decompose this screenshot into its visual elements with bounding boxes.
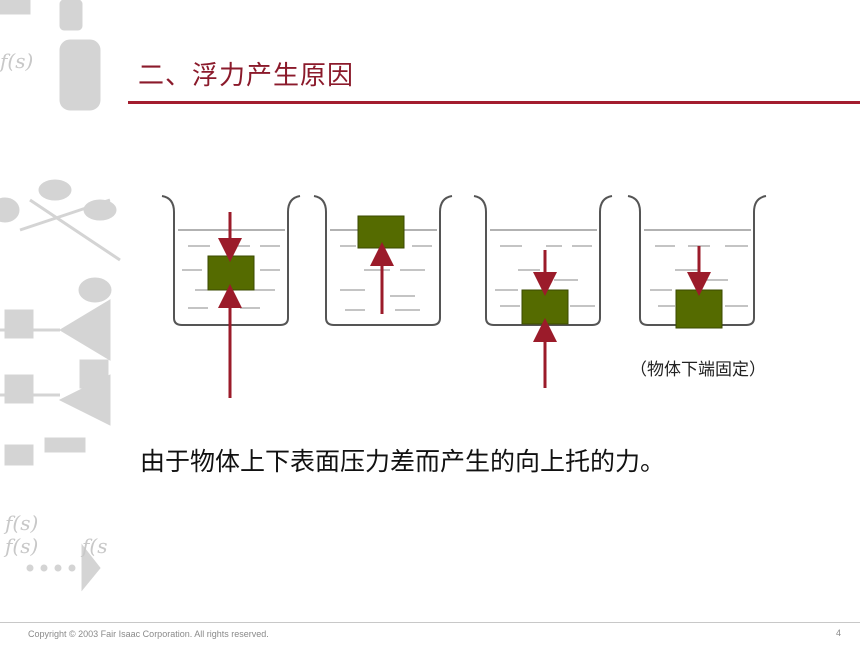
beaker-4 [627,195,767,329]
copyright-text: Copyright © 2003 Fair Isaac Corporation.… [28,629,269,639]
buoyancy-definition: 由于物体上下表面压力差而产生的向上托的力。 [140,447,666,476]
background-decoration: f(s) f(s) f(s) f(s [0,0,121,592]
beaker-3 [473,195,613,388]
svg-text:f(s): f(s) [3,534,38,558]
block-icon [207,255,255,291]
beaker-1 [161,195,301,398]
fixed-bottom-caption: （物体下端固定） [630,360,766,380]
page-number: 4 [836,628,842,638]
footer-divider [0,622,860,623]
beaker-2 [313,195,453,326]
title-underline [128,101,860,104]
block-icon [521,289,569,325]
beaker-icon [313,195,453,326]
buoyancy-diagram [161,195,767,398]
block-icon [357,215,405,249]
svg-text:f(s): f(s) [0,49,33,73]
svg-text:f(s: f(s [80,534,107,558]
slide-title: 二、浮力产生原因 [138,61,355,91]
block-icon [675,289,723,329]
svg-text:f(s): f(s) [3,511,38,535]
